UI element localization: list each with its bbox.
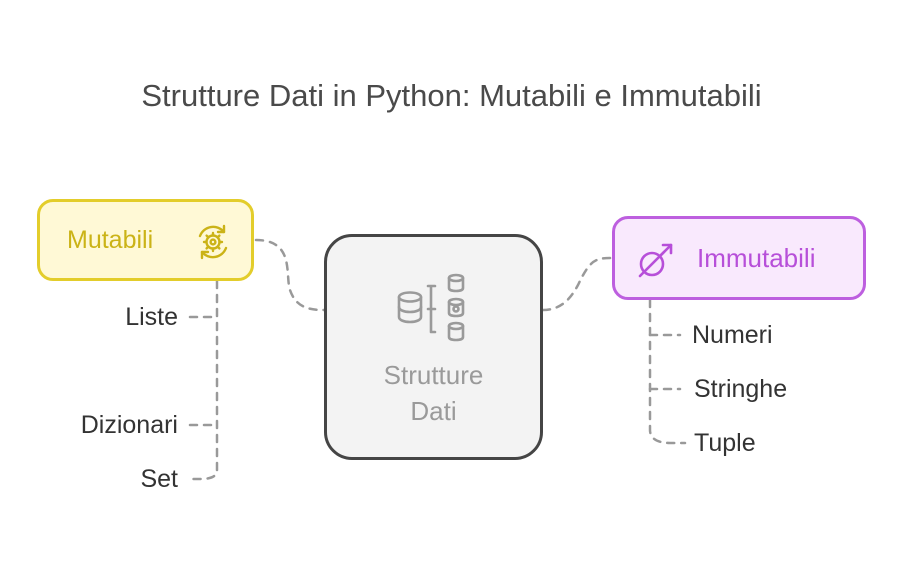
immutable-label: Immutabili [697, 242, 816, 273]
connector-mutable-center [254, 238, 326, 312]
connector-immutable-spine [648, 298, 687, 445]
leaf-set: Set [140, 465, 178, 493]
mutable-label: Mutabili [67, 225, 154, 254]
male-symbol-slashed-icon [638, 243, 673, 278]
center-label-line2: Dati [410, 396, 457, 426]
leaf-liste: Liste [125, 303, 178, 331]
center-label: Strutture Dati [384, 357, 484, 429]
connector-mutable-spine [186, 279, 219, 481]
center-label-line1: Strutture [383, 360, 484, 390]
leaf-tuple: Tuple [694, 429, 756, 457]
database-tree-icon [397, 273, 464, 342]
leaf-stringhe: Stringhe [694, 375, 788, 403]
mutable-node[interactable]: Mutabili [37, 199, 254, 281]
immutable-node[interactable]: Immutabili [612, 216, 866, 300]
gear-cycle-icon [198, 224, 228, 260]
diagram-title: Strutture Dati in Python: Mutabili e Imm… [141, 78, 762, 113]
center-node[interactable]: Strutture Dati [324, 234, 543, 460]
leaf-numeri: Numeri [692, 321, 773, 349]
connector-center-immutable [541, 256, 614, 312]
leaf-dizionari: Dizionari [80, 411, 178, 439]
